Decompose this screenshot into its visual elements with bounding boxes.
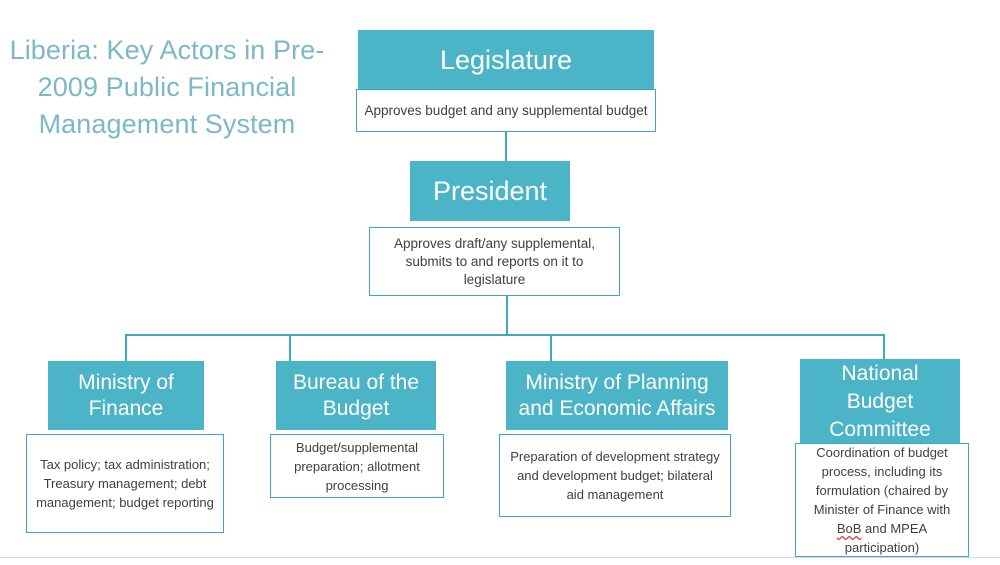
nbc-description-part1: Coordination of budget process, includin… [813, 445, 951, 517]
node-national-budget-committee-description: Coordination of budget process, includin… [795, 443, 969, 557]
connector-bus-to-ministry-of-finance [125, 334, 127, 361]
node-legislature-header[interactable]: Legislature [358, 30, 654, 90]
nbc-description-misspelled-word: BoB [836, 521, 862, 536]
connector-bus-to-bureau-of-the-budget [289, 334, 291, 361]
nbc-description-text: Coordination of budget process, includin… [803, 443, 961, 557]
node-ministry-of-finance-description: Tax policy; tax administration; Treasury… [26, 434, 224, 533]
node-bureau-of-the-budget-description: Budget/supplemental preparation; allotme… [270, 434, 444, 498]
connector-legislature-to-president [505, 132, 507, 161]
node-bureau-of-the-budget-header[interactable]: Bureau of the Budget [276, 361, 436, 430]
node-ministry-of-planning-description: Preparation of development strategy and … [499, 434, 731, 517]
footer-divider [0, 557, 1000, 558]
node-legislature-description: Approves budget and any supplemental bud… [356, 89, 656, 132]
node-president-header[interactable]: President [410, 161, 570, 221]
connector-bus-to-national-budget-committee [883, 334, 885, 359]
node-president-description: Approves draft/any supplemental, submits… [369, 227, 620, 296]
page-title: Liberia: Key Actors in Pre-2009 Public F… [9, 35, 325, 139]
node-ministry-of-planning-header[interactable]: Ministry of Planning and Economic Affair… [506, 361, 728, 430]
connector-president-to-bus [506, 296, 508, 335]
node-national-budget-committee-header[interactable]: National Budget Committee [800, 359, 960, 444]
connector-horizontal-bus [125, 334, 885, 336]
node-ministry-of-finance-header[interactable]: Ministry of Finance [48, 361, 204, 430]
connector-bus-to-ministry-of-planning [550, 334, 552, 361]
nbc-description-part2: and MPEA participation) [844, 521, 928, 555]
